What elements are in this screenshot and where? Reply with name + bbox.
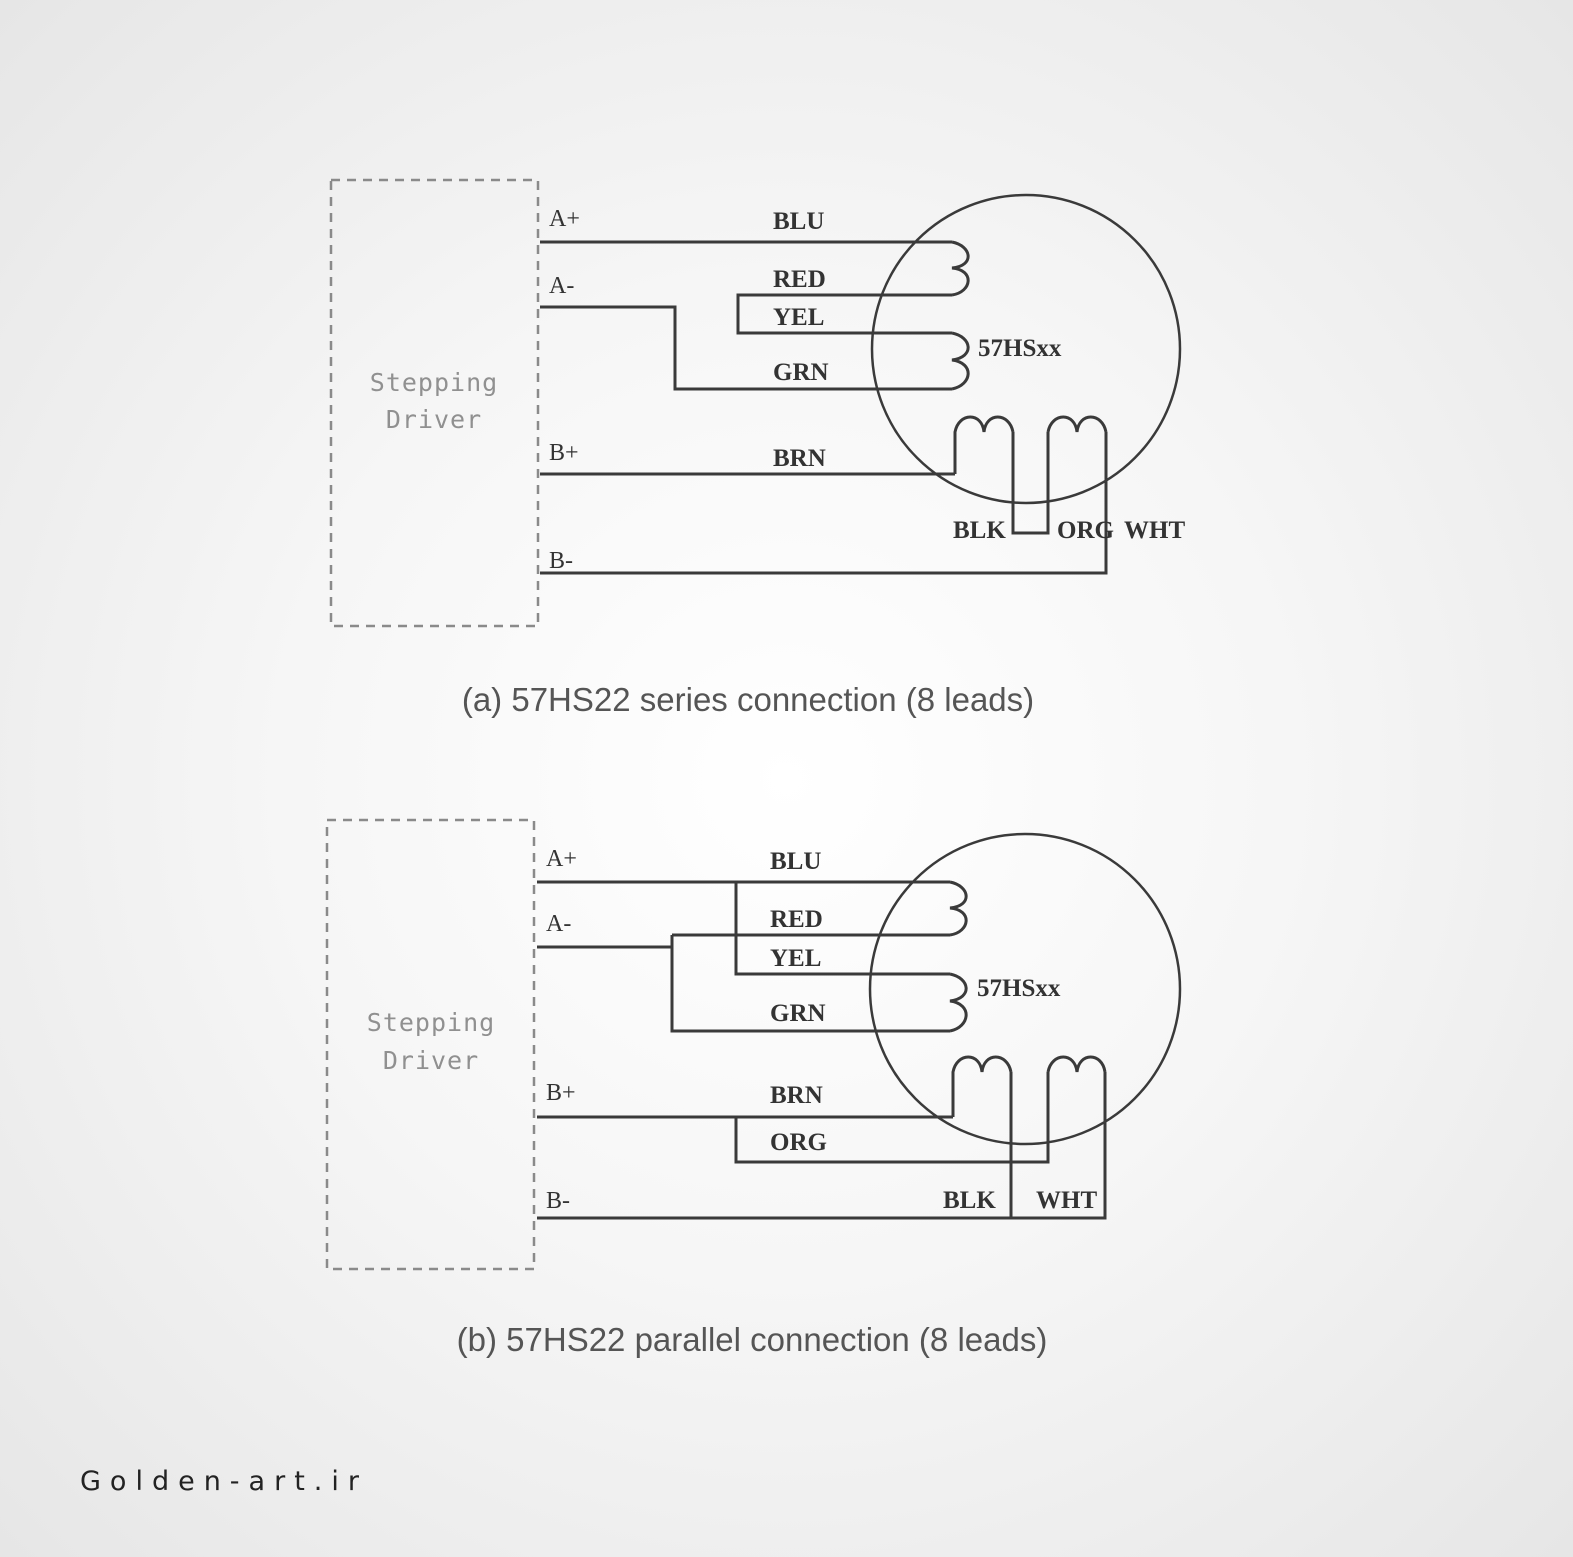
wire-label-brn: BRN [773,445,826,472]
driver-label-line-1: Stepping [370,368,498,397]
caption-b: (b) 57HS22 parallel connection (8 leads) [457,1321,1048,1358]
wire-label-yel: YEL [770,945,821,972]
wire-label-org: ORG [770,1129,827,1156]
motor-circle [868,832,1182,1146]
terminal-a-minus: A- [546,911,571,937]
wire-label-red: RED [773,266,826,293]
watermark: Golden-art.ir [80,1466,368,1497]
motor-label: 57HSxx [978,335,1062,362]
wire-label-blk: BLK [953,517,1006,544]
coil-a2 [951,331,970,391]
wire-red-yel-link [736,293,952,335]
coil-a2 [949,972,968,1033]
coil-b1 [951,1055,1013,1117]
driver-label-line-2: Driver [383,1046,479,1075]
wire-label-wht: WHT [1124,517,1185,544]
wire-yel-parallel [734,882,950,976]
coil-b2 [1046,415,1108,433]
wire-label-org: ORG [1057,517,1114,544]
terminal-a-plus: A+ [549,206,580,232]
terminal-b-minus: B- [546,1188,570,1214]
wire-grn-path [540,305,952,391]
wire-blk-org-link [1011,432,1050,535]
wire-org-parallel [734,1072,1050,1164]
terminal-a-minus: A- [549,273,574,299]
wire-label-grn: GRN [770,1000,826,1027]
wire-label-red: RED [770,906,823,933]
wire-label-blu: BLU [770,848,821,875]
wire-label-blk: BLK [943,1187,996,1214]
wire-label-wht: WHT [1036,1187,1097,1214]
coil-b2 [1046,1055,1107,1073]
wire-label-yel: YEL [773,304,824,331]
diagram-a: Stepping Driver A+ A- B+ B- 57HSxx BLU R… [329,178,1185,718]
terminal-b-minus: B- [549,548,573,574]
caption-a: (a) 57HS22 series connection (8 leads) [462,681,1034,718]
driver-box [329,178,540,628]
coil-b1 [953,415,1015,474]
wire-grn-path [670,935,950,1033]
diagram-b: Stepping Driver A+ A- B+ B- 57HSxx BLU R… [325,818,1182,1358]
motor-label: 57HSxx [977,975,1061,1002]
coil-a1 [949,880,968,937]
terminal-a-plus: A+ [546,846,577,872]
terminal-b-plus: B+ [546,1080,576,1106]
coil-a1 [951,240,970,297]
wire-label-grn: GRN [773,359,829,386]
wire-label-brn: BRN [770,1082,823,1109]
wire-b-minus [537,1072,1107,1220]
wire-wht [540,432,1108,575]
motor-circle [870,193,1182,505]
driver-label-line-2: Driver [386,405,482,434]
driver-label-line-1: Stepping [367,1008,495,1037]
terminal-b-plus: B+ [549,440,579,466]
wire-label-blu: BLU [773,208,824,235]
driver-box [325,818,536,1271]
